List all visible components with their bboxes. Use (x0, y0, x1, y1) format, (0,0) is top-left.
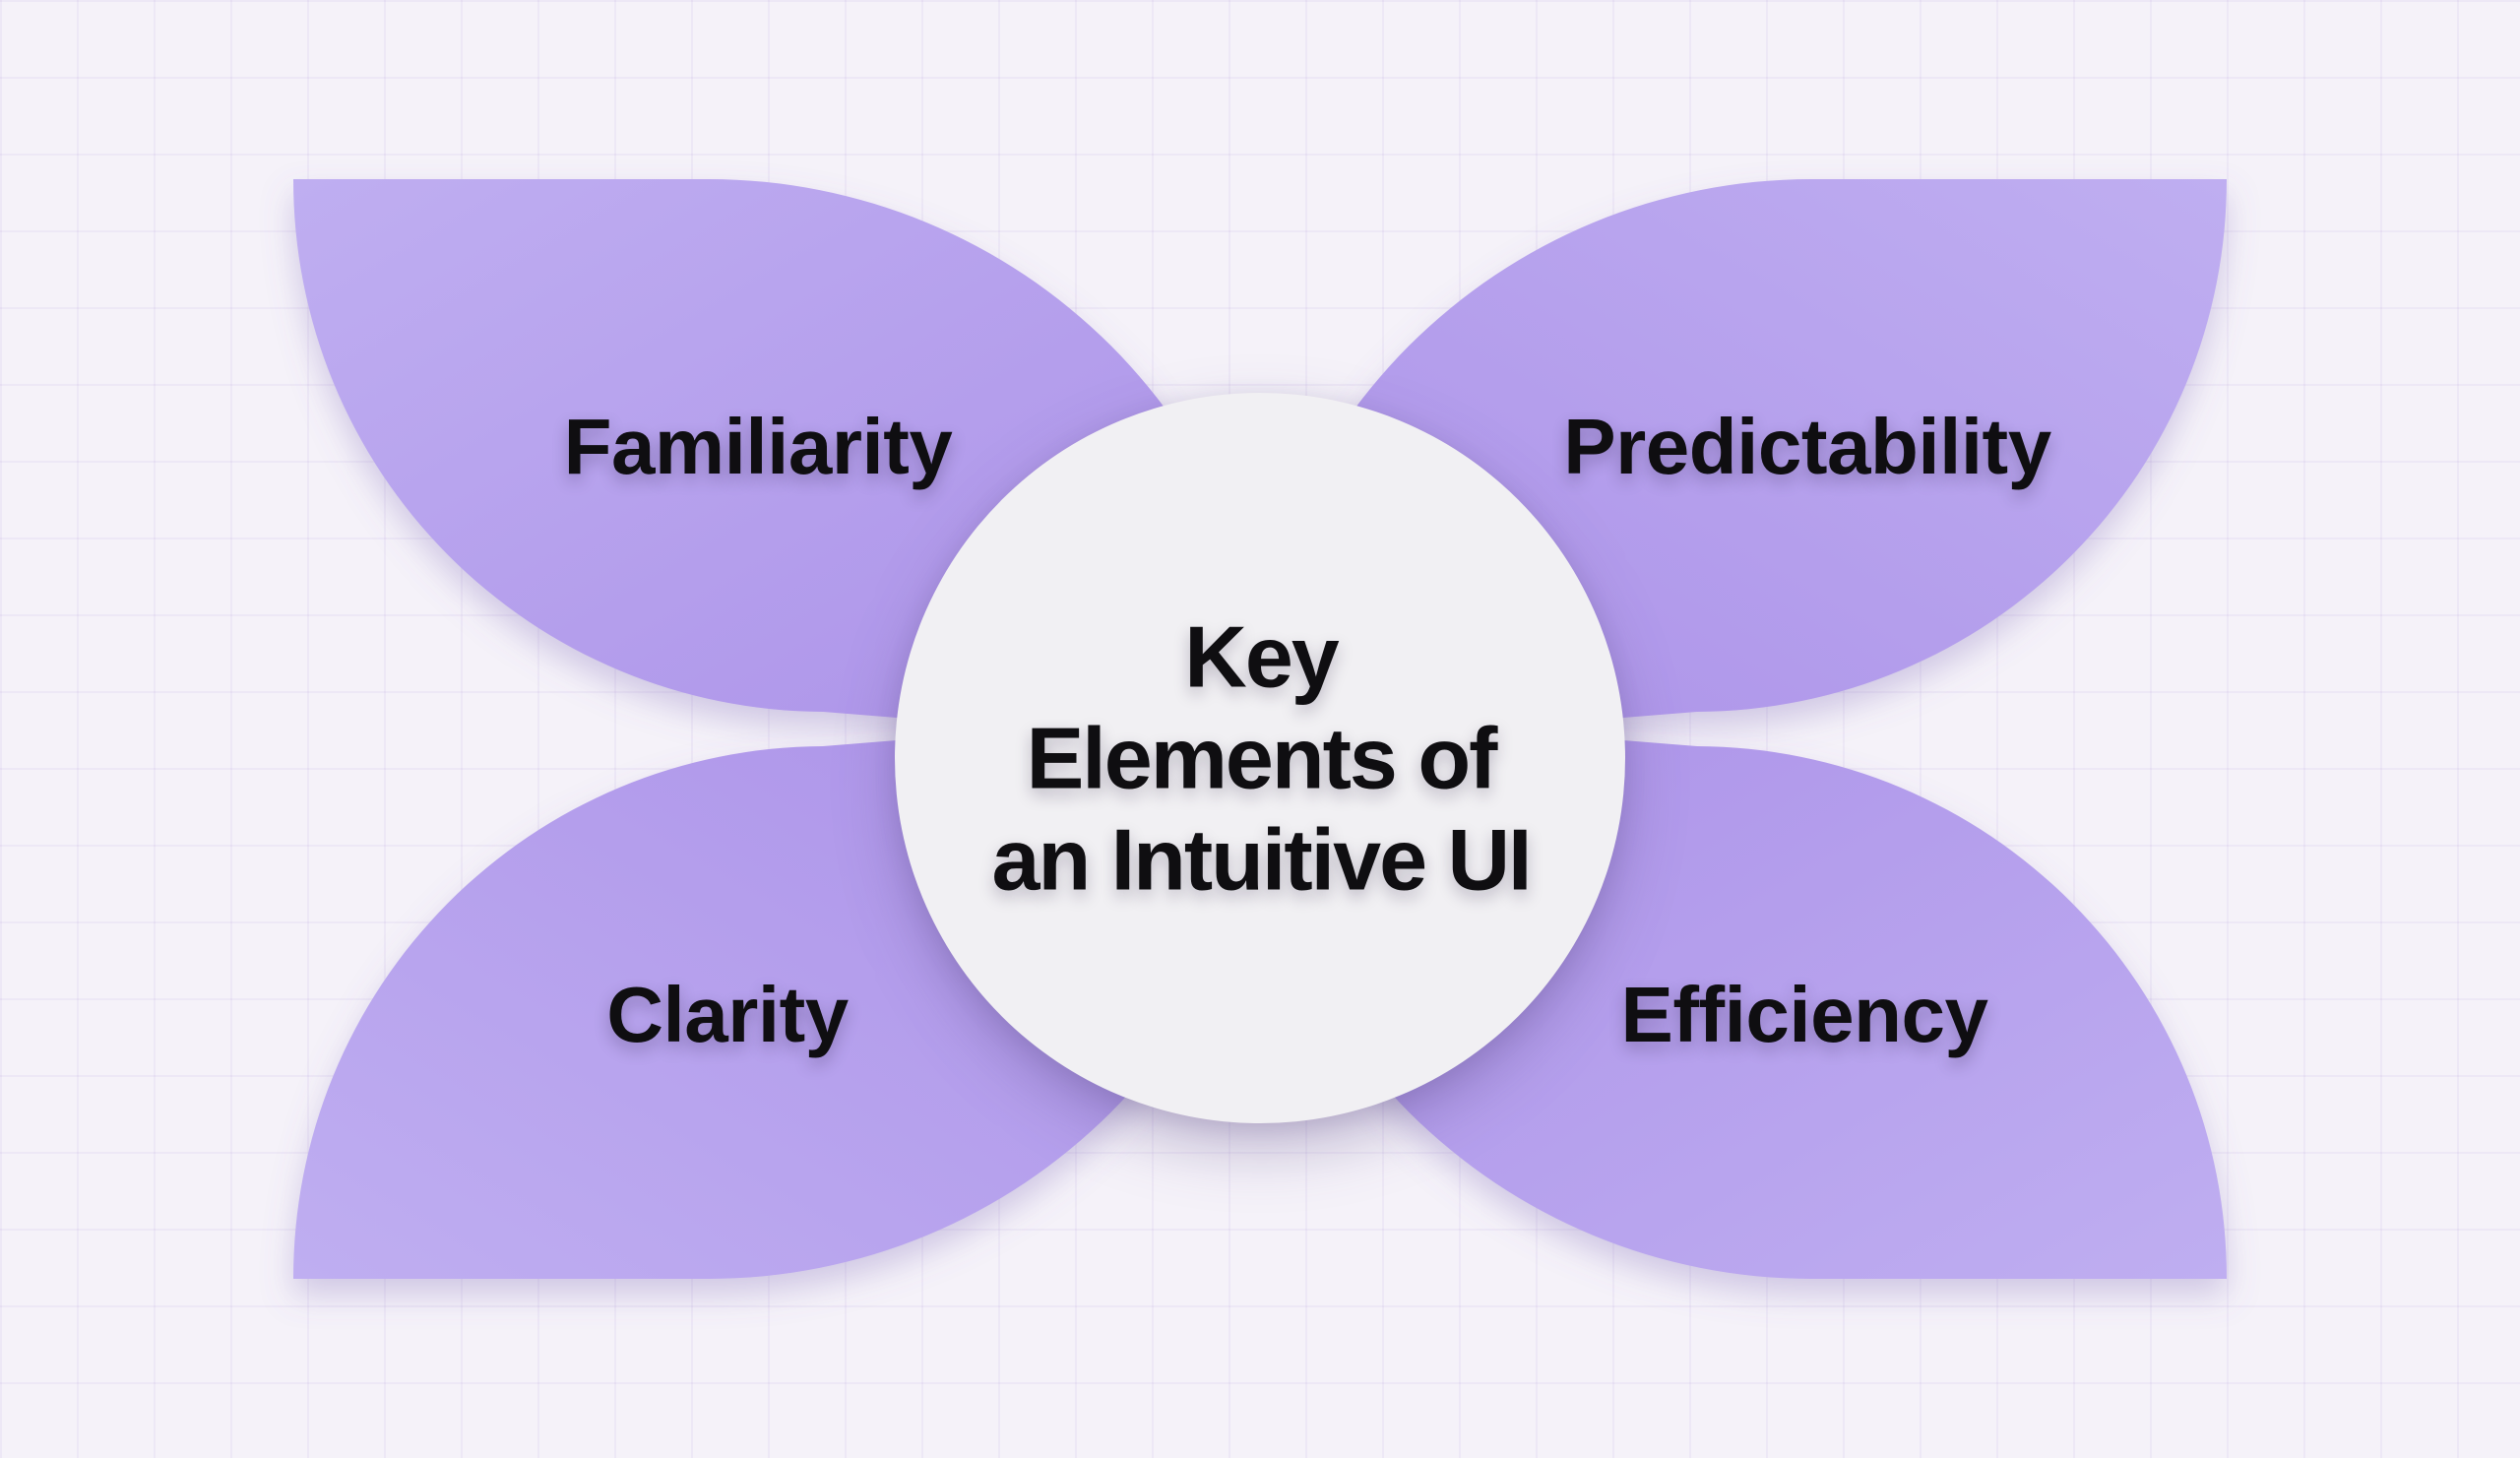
petal-label-predictability: Predictability (1563, 403, 2051, 490)
petal-label-clarity: Clarity (606, 971, 849, 1058)
petal-label-familiarity: Familiarity (563, 403, 953, 490)
diagram-title-line-1: Key (1184, 607, 1339, 706)
diagram-title: Key Elements of an Intuitive UI (991, 606, 1533, 911)
diagram-title-line-3: an Intuitive UI (991, 810, 1533, 909)
center-circle (895, 393, 1625, 1123)
petal-label-efficiency: Efficiency (1620, 971, 1988, 1058)
diagram-title-line-2: Elements of (1026, 709, 1498, 807)
